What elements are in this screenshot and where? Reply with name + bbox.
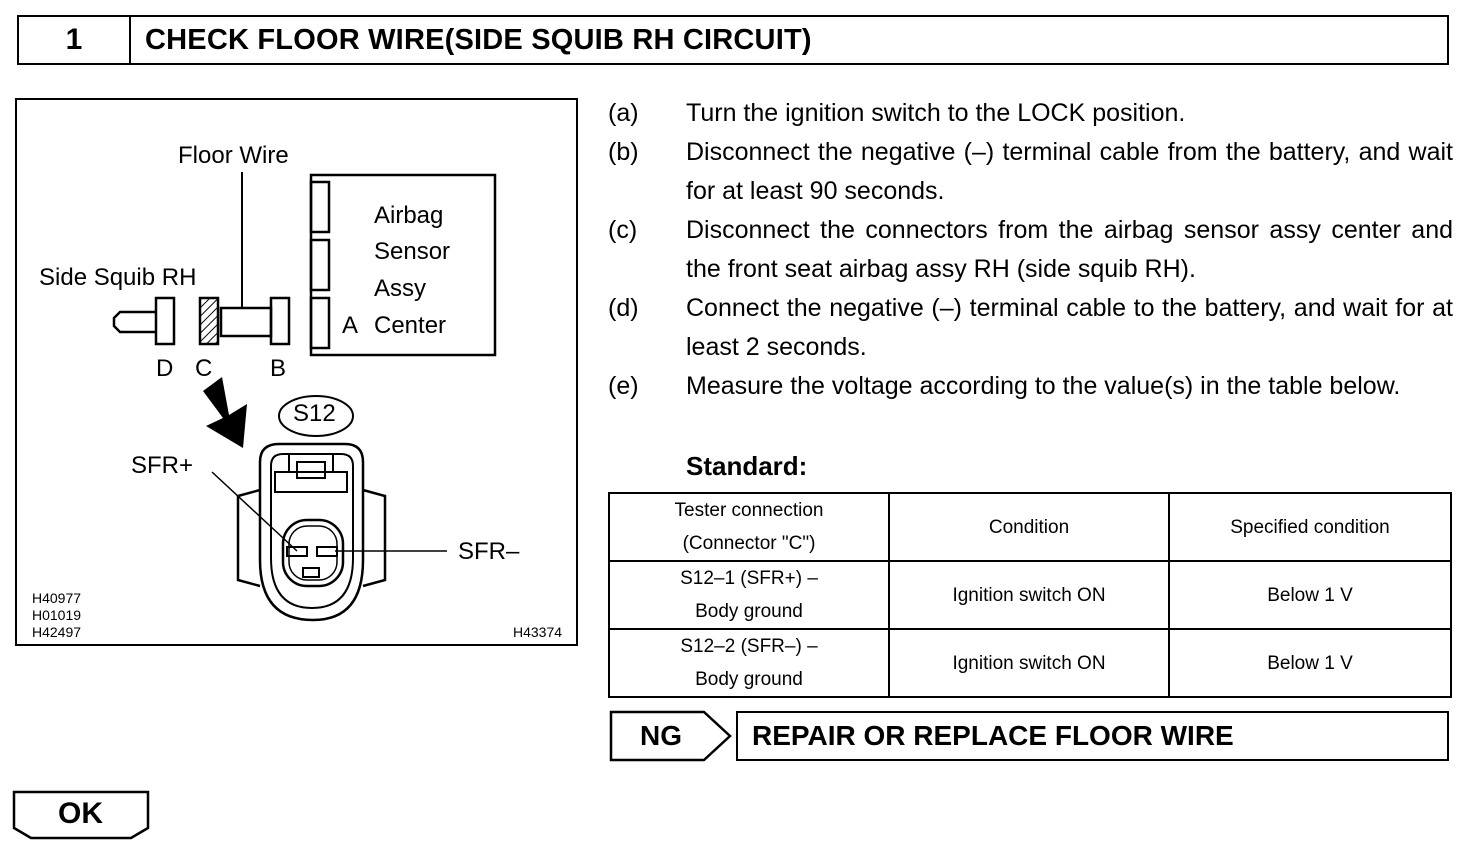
airbag-label-line-4: Center xyxy=(374,312,447,339)
step-item: (c) Disconnect the connectors from the a… xyxy=(608,211,1453,289)
connector-a-label: A xyxy=(342,312,359,339)
airbag-label-line-3: Assy xyxy=(374,275,427,302)
ref-code-3: H42497 xyxy=(32,624,82,640)
connector-id-label: S12 xyxy=(293,400,336,427)
ok-label: OK xyxy=(58,797,103,830)
ng-arrow-box xyxy=(609,710,732,762)
airbag-connector-a xyxy=(309,296,331,350)
table-header-condition: Condition xyxy=(888,492,1170,562)
connector-d xyxy=(154,296,176,346)
direction-arrow xyxy=(203,377,247,448)
step-text: Disconnect the negative (–) terminal cab… xyxy=(686,138,1453,205)
table-row: S12–1 (SFR+) – Body ground Ignition swit… xyxy=(608,560,1452,630)
airbag-connector-1 xyxy=(309,180,331,234)
step-item: (a) Turn the ignition switch to the LOCK… xyxy=(608,94,1453,133)
connector-outer xyxy=(258,442,365,622)
wiring-diagram: Floor Wire Airbag Sensor Assy Center A S… xyxy=(15,98,578,646)
airbag-label-line-1: Airbag xyxy=(374,202,444,229)
floor-wire-label: Floor Wire xyxy=(178,142,289,169)
connector-latch xyxy=(274,471,348,493)
floor-wire-body xyxy=(219,306,273,338)
table-header-specified-condition: Specified condition xyxy=(1168,492,1452,562)
s12-ellipse xyxy=(278,395,354,437)
airbag-label-line-2: Sensor xyxy=(374,238,451,265)
sfr-plus-label: SFR+ xyxy=(131,452,194,479)
table-row: S12–2 (SFR–) – Body ground Ignition swit… xyxy=(608,628,1452,698)
terminal-sfr-minus xyxy=(316,546,338,557)
step-item: (b) Disconnect the negative (–) terminal… xyxy=(608,133,1453,211)
side-squib-label: Side Squib RH xyxy=(39,264,197,291)
step-text: Turn the ignition switch to the LOCK pos… xyxy=(686,99,1186,127)
ref-codes: H40977 H01019 H42497 xyxy=(32,590,81,641)
condition-cell: Ignition switch ON xyxy=(888,560,1170,630)
ref-code-2: H01019 xyxy=(32,607,82,623)
step-letter: (c) xyxy=(608,216,638,244)
specified-condition-cell: Below 1 V xyxy=(1168,628,1452,698)
terminal-bottom xyxy=(302,567,320,578)
ng-action-text: REPAIR OR REPLACE FLOOR WIRE xyxy=(752,720,1234,751)
step-text: Disconnect the connectors from the airba… xyxy=(686,216,1453,283)
step-number: 1 xyxy=(19,17,131,63)
connector-cavity xyxy=(281,518,345,588)
ng-action-box: REPAIR OR REPLACE FLOOR WIRE xyxy=(736,711,1449,761)
standard-table: Tester connection (Connector "C") Condit… xyxy=(608,492,1452,698)
ng-label: NG xyxy=(640,720,682,751)
step-item: (e) Measure the voltage according to the… xyxy=(608,367,1453,406)
step-item: (d) Connect the negative (–) terminal ca… xyxy=(608,289,1453,367)
side-squib-plug xyxy=(112,310,156,334)
step-title: CHECK FLOOR WIRE(SIDE SQUIB RH CIRCUIT) xyxy=(145,24,812,56)
connector-cavity-inner xyxy=(288,525,338,581)
connector-d-label: D xyxy=(156,355,174,382)
terminal-sfr-plus xyxy=(286,546,308,557)
sfr-minus-label: SFR– xyxy=(458,538,520,565)
step-text: Connect the negative (–) terminal cable … xyxy=(686,294,1453,361)
step-letter: (b) xyxy=(608,138,639,166)
tester-connection-cell: S12–2 (SFR–) – Body ground xyxy=(608,628,890,698)
tester-connection-cell: S12–1 (SFR+) – Body ground xyxy=(608,560,890,630)
step-letter: (a) xyxy=(608,99,639,127)
connector-flange xyxy=(236,488,261,588)
step-header: 1 CHECK FLOOR WIRE(SIDE SQUIB RH CIRCUIT… xyxy=(17,15,1449,65)
table-header-row: Tester connection (Connector "C") Condit… xyxy=(608,492,1452,562)
airbag-connector-2 xyxy=(309,238,331,292)
ref-code-right: H43374 xyxy=(513,624,563,640)
connector-b xyxy=(269,296,291,346)
table-header-tester-connection: Tester connection (Connector "C") xyxy=(608,492,890,562)
connector-c-label: C xyxy=(195,355,213,382)
step-letter: (d) xyxy=(608,294,639,322)
connector-latch-tab xyxy=(296,461,326,479)
diagram-drawing xyxy=(112,172,497,622)
specified-condition-cell: Below 1 V xyxy=(1168,560,1452,630)
connector-b-label: B xyxy=(270,355,287,382)
step-text: Measure the voltage according to the val… xyxy=(686,372,1401,400)
connector-c xyxy=(198,296,220,346)
connector-inner xyxy=(270,453,354,610)
step-letter: (e) xyxy=(608,372,639,400)
sfr-plus-leader xyxy=(211,471,298,552)
ok-arrow-box xyxy=(12,790,150,840)
ref-code-1: H40977 xyxy=(32,590,82,606)
procedure-steps: (a) Turn the ignition switch to the LOCK… xyxy=(608,94,1453,406)
connector-flange-right xyxy=(362,488,387,588)
standard-label: Standard: xyxy=(686,451,808,481)
condition-cell: Ignition switch ON xyxy=(888,628,1170,698)
